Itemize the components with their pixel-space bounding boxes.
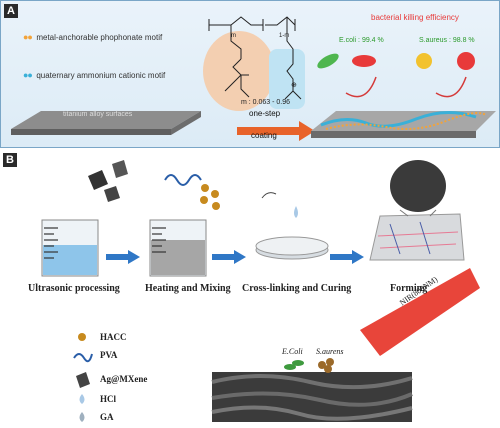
m-range-label: m : 0.063 - 0.96 bbox=[241, 99, 291, 106]
subscript-m: m bbox=[231, 33, 236, 39]
ecoli-text: E.Coli bbox=[282, 347, 303, 356]
step-ultrasonic-label: Ultrasonic processing bbox=[28, 283, 120, 294]
process-illustration bbox=[41, 160, 480, 422]
film-icon bbox=[369, 160, 465, 261]
key-ga-icon bbox=[79, 412, 85, 422]
phosphonate-dots-icon: ●● bbox=[23, 32, 33, 42]
key-hacc-label: HACC bbox=[100, 332, 127, 342]
key-ga-label: GA bbox=[100, 412, 114, 422]
saureus-label: S.aureus : 98.8 % bbox=[419, 37, 475, 44]
pva-strand-icon bbox=[164, 174, 202, 186]
legend-ammonium-label: quaternary ammonium cationic motif bbox=[36, 71, 166, 80]
subscript-1m: 1-m bbox=[279, 33, 290, 39]
panel-b-letter: B bbox=[3, 153, 17, 167]
panel-b: B bbox=[0, 150, 500, 428]
arrow-label-2: coating bbox=[251, 131, 277, 140]
fiber-mat-icon bbox=[211, 372, 413, 422]
panel-a-letter: A bbox=[4, 4, 18, 18]
titanium-plate bbox=[11, 111, 201, 135]
step-crosslinking-label: Cross-linking and Curing bbox=[242, 283, 352, 294]
coating-arrow-icon bbox=[237, 121, 315, 141]
beaker-ultrasonic-icon bbox=[41, 219, 99, 277]
efficiency-title: bacterial killing efficiency bbox=[371, 13, 459, 22]
saureus-live-icon bbox=[416, 53, 432, 69]
step-heating-label: Heating and Mixing bbox=[145, 283, 231, 294]
petri-dish-icon bbox=[255, 236, 329, 260]
legend-ammonium: ●● quaternary ammonium cationic motif bbox=[23, 65, 165, 83]
key-hcl-label: HCl bbox=[100, 394, 117, 404]
substrate-label: titanium alloy surfaces bbox=[63, 111, 133, 118]
key-hcl-icon bbox=[79, 394, 85, 404]
mxene-flakes-icon bbox=[88, 160, 128, 202]
charge-symbol: ⊕ bbox=[291, 82, 297, 89]
legend-phosphonate-label: metal-anchorable phophonate motif bbox=[36, 33, 163, 42]
key-pva-icon bbox=[73, 353, 93, 363]
key-hacc-icon bbox=[78, 333, 86, 341]
key-agmxene-label: Ag@MXene bbox=[100, 374, 148, 384]
saureus-dead-icon bbox=[457, 52, 475, 70]
legend-phosphonate: ●● metal-anchorable phophonate motif bbox=[23, 27, 162, 45]
ecoli-bacteria-icon bbox=[284, 360, 304, 370]
coated-surface-illustration bbox=[311, 52, 496, 138]
hacc-particles-icon bbox=[200, 184, 220, 210]
nir-beam-icon bbox=[360, 268, 480, 356]
key-pva-label: PVA bbox=[100, 350, 118, 360]
key-agmxene-icon bbox=[76, 372, 90, 388]
saureus-text: S.aurens bbox=[316, 347, 344, 356]
process-arrows bbox=[106, 250, 364, 264]
curing-arrow-icon bbox=[261, 192, 277, 199]
ecoli-label: E.coli : 99.4 % bbox=[339, 37, 384, 44]
ecoli-live-icon bbox=[317, 53, 339, 69]
droplet-icon bbox=[294, 206, 298, 218]
step-forming-label: Forming bbox=[390, 283, 428, 294]
polymer-structure bbox=[203, 16, 305, 111]
panel-a: A ●● metal-anchorable phophonate motif ●… bbox=[0, 0, 500, 148]
arrow-label-1: one-step bbox=[249, 109, 281, 118]
saureus-bacteria-icon bbox=[318, 358, 334, 373]
ammonium-dots-icon: ●● bbox=[23, 70, 33, 80]
ecoli-dead-icon bbox=[352, 55, 376, 67]
beaker-mixing-icon bbox=[149, 219, 207, 277]
